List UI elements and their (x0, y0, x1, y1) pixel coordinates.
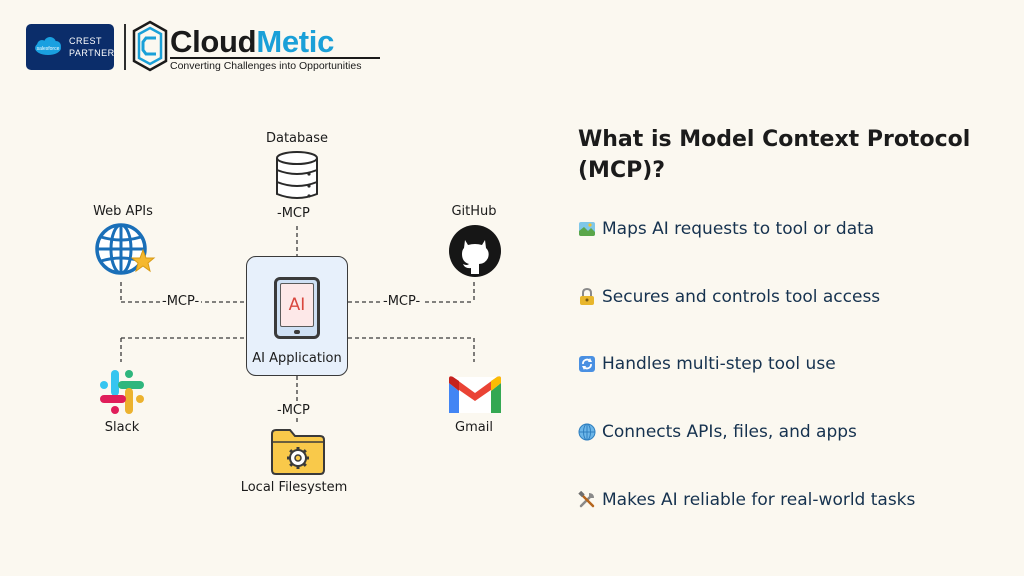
ai-application-label: AI Application (252, 351, 342, 366)
database-label: Database (265, 131, 329, 146)
refresh-icon (578, 355, 596, 373)
brand-tagline: Converting Challenges into Opportunities (170, 60, 362, 72)
folder-gear-icon (270, 426, 326, 480)
svg-text:salesforce: salesforce (37, 46, 60, 52)
feature-text: Makes AI reliable for real-world tasks (602, 490, 916, 510)
feature-item-handles: Handles multi-step tool use (578, 354, 836, 374)
tools-icon (578, 491, 596, 509)
feature-text: Connects APIs, files, and apps (602, 422, 857, 442)
cloudmetic-logo-icon (132, 20, 168, 72)
panel-title: What is Model Context Protocol (MCP)? (578, 127, 971, 183)
database-icon (274, 150, 320, 206)
gmail-icon (447, 373, 503, 419)
feature-item-secures: Secures and controls tool access (578, 287, 880, 307)
github-label: GitHub (451, 204, 497, 219)
mcp-label-bottom: -MCP (275, 403, 312, 418)
badge-line-partner: PARTNER (69, 48, 115, 58)
feature-text: Handles multi-step tool use (602, 354, 836, 374)
github-icon (448, 224, 502, 282)
mcp-diagram: Database -MCP Web APIs -MCP- Git (93, 131, 503, 495)
feature-text: Maps AI requests to tool or data (602, 219, 875, 239)
globe-small-icon (578, 423, 596, 441)
mcp-label-right: -MCP- (381, 294, 423, 309)
brand-name: CloudMetic (170, 24, 335, 59)
map-icon (578, 220, 596, 238)
brand-divider (124, 24, 126, 70)
local-filesystem-label: Local Filesystem (240, 480, 348, 495)
slack-label: Slack (104, 420, 140, 435)
feature-item-maps: Maps AI requests to tool or data (578, 219, 874, 239)
feature-text: Secures and controls tool access (602, 287, 881, 307)
salesforce-partner-badge: salesforce CREST PARTNER (26, 24, 114, 70)
slack-icon (98, 368, 146, 420)
salesforce-cloud-icon: salesforce (33, 37, 63, 57)
globe-icon (95, 222, 157, 284)
feature-item-reliable: Makes AI reliable for real-world tasks (578, 490, 915, 510)
lock-icon (578, 288, 596, 306)
mcp-label-top: -MCP (275, 206, 312, 221)
badge-line-crest: CREST (69, 36, 103, 46)
hub-screen-text: AI (280, 283, 314, 327)
web-apis-label: Web APIs (93, 204, 153, 219)
ai-application-hub: AI AI Application (246, 256, 348, 376)
feature-item-connects: Connects APIs, files, and apps (578, 422, 857, 442)
gmail-label: Gmail (455, 420, 493, 435)
brand-underline (170, 57, 380, 59)
tablet-icon: AI (274, 277, 320, 339)
mcp-label-left: -MCP- (160, 294, 202, 309)
